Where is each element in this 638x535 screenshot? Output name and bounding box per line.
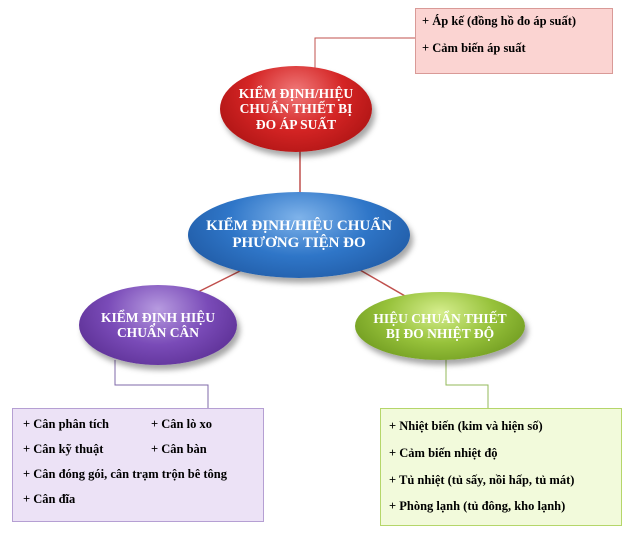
node-scale: KIỂM ĐỊNH HIỆU CHUẨN CÂN — [79, 285, 237, 365]
node-pressure-label: KIỂM ĐỊNH/HIỆU CHUẨN THIẾT BỊ ĐO ÁP SUẤT — [238, 86, 354, 132]
node-temperature: HIỆU CHUẨN THIẾT BỊ ĐO NHIỆT ĐỘ — [355, 292, 525, 360]
temperature-item: + Tủ nhiệt (tủ sấy, nồi hấp, tủ mát) — [389, 473, 575, 487]
scale-item: + Cân kỹ thuật — [23, 442, 104, 456]
pressure-items-box: + Áp kế (đồng hồ đo áp suất) + Cảm biến … — [415, 8, 613, 74]
node-temperature-label: HIỆU CHUẨN THIẾT BỊ ĐO NHIỆT ĐỘ — [373, 310, 507, 341]
connector-scale-box — [114, 360, 209, 408]
node-scale-label: KIỂM ĐỊNH HIỆU CHUẨN CÂN — [100, 309, 215, 340]
temperature-item: + Phòng lạnh (tủ đông, kho lạnh) — [389, 499, 566, 513]
node-center-label: KIỂM ĐỊNH/HIỆU CHUẨN PHƯƠNG TIỆN ĐO — [206, 218, 392, 251]
node-center: KIỂM ĐỊNH/HIỆU CHUẨN PHƯƠNG TIỆN ĐO — [188, 192, 410, 278]
scale-item: + Cân đĩa — [23, 492, 76, 506]
pressure-item: + Áp kế (đồng hồ đo áp suất) — [422, 14, 577, 28]
connector-pressure-box — [314, 37, 415, 70]
scale-item: + Cân đóng gói, cân trạm trộn bê tông — [23, 467, 228, 481]
pressure-item: + Cảm biến áp suất — [422, 41, 526, 55]
temperature-item: + Nhiệt biến (kim và hiện số) — [389, 419, 543, 433]
connector-temperature-box — [445, 356, 489, 408]
scale-items-box: + Cân phân tích + Cân lò xo + Cân kỹ thu… — [12, 408, 264, 522]
node-pressure: KIỂM ĐỊNH/HIỆU CHUẨN THIẾT BỊ ĐO ÁP SUẤT — [220, 66, 372, 152]
scale-item: + Cân lò xo — [151, 417, 212, 431]
connector-center-scale — [197, 269, 243, 293]
scale-item: + Cân phân tích — [23, 417, 109, 431]
scale-item: + Cân bàn — [151, 442, 207, 456]
temperature-item: + Cảm biến nhiệt độ — [389, 446, 498, 460]
temperature-items-box: + Nhiệt biến (kim và hiện số) + Cảm biến… — [380, 408, 622, 526]
